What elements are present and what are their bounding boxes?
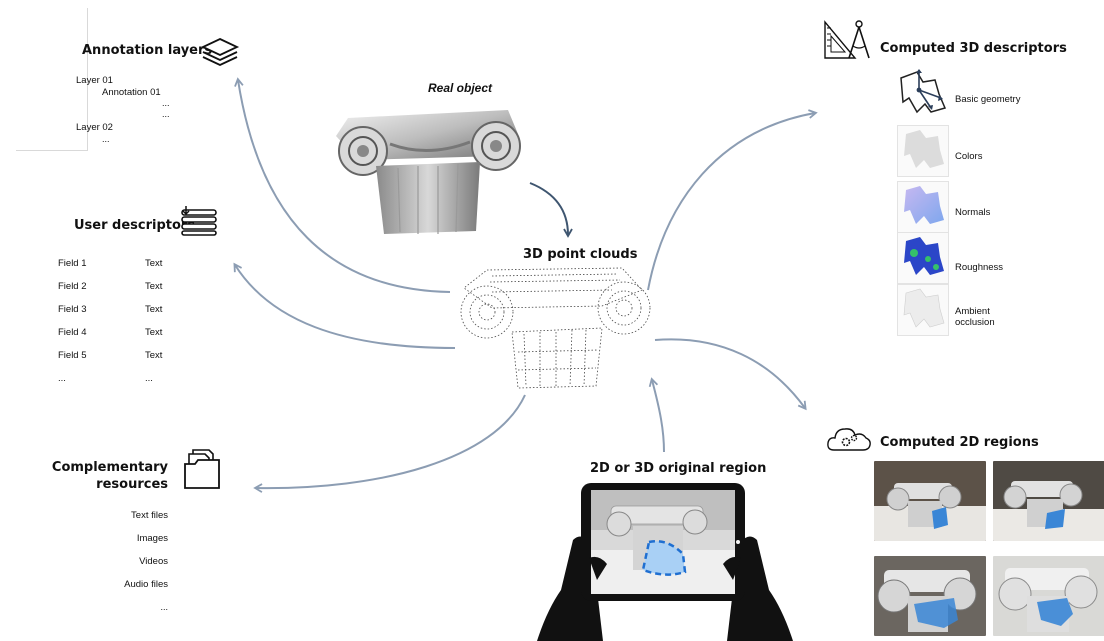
region-photo-1	[874, 461, 986, 541]
basic-geometry-thumbnail	[900, 69, 947, 114]
user-descriptor-value: Text	[145, 304, 163, 315]
arrow-to-user-descriptors	[233, 262, 456, 349]
region-photo-3	[874, 556, 986, 636]
user-descriptor-field: Field 2	[58, 281, 87, 292]
point-clouds-title: 3D point clouds	[523, 247, 638, 262]
region-photo-2	[993, 461, 1104, 541]
layer-item-3: ...	[162, 98, 170, 108]
annotation-layers-title: Annotation layers	[82, 43, 213, 58]
ambient-occlusion-label: Ambient occlusion	[955, 306, 995, 328]
user-descriptor-field: Field 1	[58, 258, 87, 269]
layer-item-5: Layer 02	[76, 122, 113, 133]
layers-icon	[200, 38, 240, 66]
geometry-tools-icon	[824, 20, 870, 59]
arrow-object-to-cloud	[529, 182, 573, 238]
complementary-item-images: Images	[136, 533, 168, 544]
user-descriptor-value: ...	[145, 373, 153, 384]
complementary-item-text-files: Text files	[131, 510, 168, 521]
arrow-region-to-cloud	[648, 377, 665, 453]
user-descriptor-field: Field 3	[58, 304, 87, 315]
normals-thumbnail	[897, 181, 949, 233]
computed-3d-title: Computed 3D descriptors	[880, 41, 1067, 56]
user-descriptor-value: Text	[145, 258, 163, 269]
database-icon	[181, 206, 217, 236]
user-descriptor-field: Field 4	[58, 327, 87, 338]
user-descriptor-value: Text	[145, 350, 163, 361]
original-region-title: 2D or 3D original region	[590, 461, 767, 476]
roughness-thumbnail	[897, 232, 949, 284]
real-object-image	[336, 110, 521, 234]
roughness-label: Roughness	[955, 262, 1004, 273]
complementary-title: Complementary resources	[50, 459, 168, 493]
complementary-item-videos: Videos	[139, 556, 168, 567]
user-descriptor-value: Text	[145, 281, 163, 292]
user-descriptor-field: ...	[58, 373, 66, 384]
complementary-item-audio-files: Audio files	[124, 579, 168, 590]
layer-item-6: ...	[102, 134, 110, 144]
complementary-title-line1: Complementary	[51, 460, 168, 475]
arrow-to-computed-3d	[647, 109, 818, 291]
complementary-title-line2: resources	[96, 477, 168, 492]
layer-item-1: Layer 01	[76, 75, 113, 86]
user-descriptor-value: Text	[145, 327, 163, 338]
annotation-panel-border-h	[16, 150, 88, 151]
ambient-label-line1: Ambient	[955, 306, 990, 317]
colors-thumbnail	[897, 125, 949, 177]
ambient-label-line2: occlusion	[955, 317, 995, 328]
complementary-item-more: ...	[160, 602, 168, 612]
layer-item-4: ...	[162, 109, 170, 119]
ambient-occlusion-thumbnail	[897, 284, 949, 336]
colors-label: Colors	[955, 151, 983, 162]
cloud-gears-icon	[827, 428, 871, 451]
region-photo-4	[993, 556, 1104, 636]
folder-icon	[184, 449, 220, 489]
annotation-panel-border-v	[87, 8, 88, 150]
arrow-to-annotation-layers	[234, 77, 451, 293]
user-descriptor-field: Field 5	[58, 350, 87, 361]
point-cloud-image	[460, 267, 651, 389]
layer-item-2: Annotation 01	[102, 87, 161, 98]
user-descriptors-title: User descriptors	[74, 218, 196, 233]
arrow-to-complementary	[253, 394, 526, 493]
basic-geometry-label: Basic geometry	[955, 94, 1021, 105]
real-object-title: Real object	[428, 81, 493, 95]
tablet-with-hands-image	[537, 483, 793, 641]
normals-label: Normals	[955, 207, 991, 218]
computed-2d-title: Computed 2D regions	[880, 435, 1039, 450]
arrow-to-computed-2d	[654, 338, 807, 411]
